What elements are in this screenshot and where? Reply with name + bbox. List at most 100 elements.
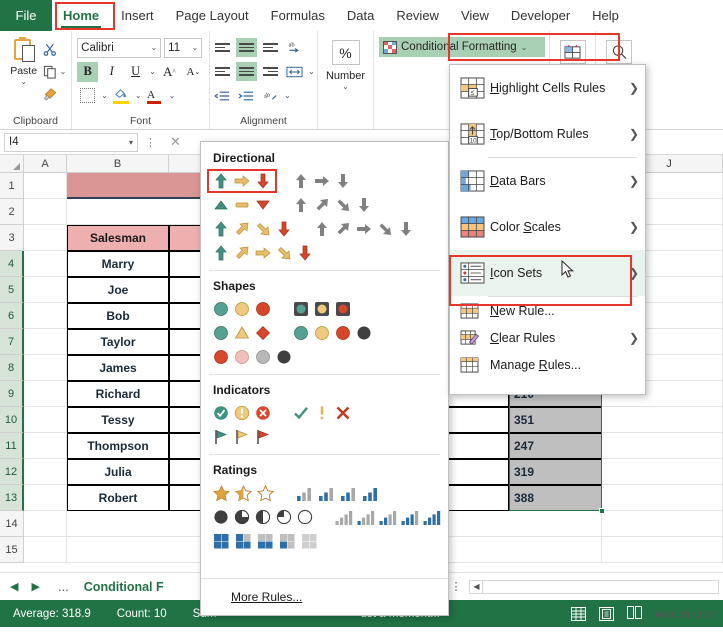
- cell-a8[interactable]: [24, 355, 67, 381]
- font-size-chevron-down-icon[interactable]: ⌄: [191, 43, 199, 52]
- cell-salesman[interactable]: Marry: [67, 251, 169, 277]
- bold-button[interactable]: B: [77, 61, 99, 82]
- cell-j13[interactable]: [602, 485, 723, 511]
- icon-set-3-flags[interactable]: [209, 427, 275, 447]
- cell-j10[interactable]: [602, 407, 723, 433]
- row-header-14[interactable]: 14: [0, 511, 24, 537]
- fill-color-button[interactable]: [111, 86, 132, 106]
- orientation-button[interactable]: ab: [284, 38, 305, 57]
- conditional-formatting-chevron-down-icon[interactable]: ⌄: [520, 42, 528, 52]
- icon-set-3-triangles[interactable]: [209, 195, 275, 215]
- fill-color-chevron-down-icon[interactable]: ⌄: [134, 91, 142, 100]
- next-sheet-icon[interactable]: ▶: [31, 581, 40, 593]
- row-header-1[interactable]: 1: [0, 173, 24, 199]
- cell-salesman[interactable]: Bob: [67, 303, 169, 329]
- row-header-8[interactable]: 8: [0, 355, 24, 381]
- tab-view[interactable]: View: [460, 8, 489, 23]
- cell-j11[interactable]: [602, 433, 723, 459]
- tab-insert[interactable]: Insert: [121, 8, 154, 23]
- tab-home[interactable]: Home: [52, 0, 110, 31]
- row-header-3[interactable]: 3: [0, 225, 24, 251]
- tab-formulas[interactable]: Formulas: [270, 8, 325, 23]
- sheet-more-options-icon[interactable]: ⋮: [450, 581, 463, 593]
- row-header-10[interactable]: 10: [0, 407, 24, 433]
- text-rotation-chevron-down-icon[interactable]: ⌄: [284, 91, 291, 100]
- previous-sheet-icon[interactable]: ◀: [10, 581, 19, 593]
- column-header-b[interactable]: B: [67, 155, 169, 172]
- row-header-7[interactable]: 7: [0, 329, 24, 355]
- cell-a4[interactable]: [24, 251, 67, 277]
- underline-chevron-down-icon[interactable]: ⌄: [149, 67, 156, 76]
- menu-item-highlight-cells-rules[interactable]: ≤ Highlight Cells Rules ❯: [450, 65, 645, 111]
- cell-total[interactable]: 351: [509, 407, 602, 433]
- font-color-button[interactable]: A: [145, 86, 166, 106]
- row-header-13[interactable]: 13: [0, 485, 24, 511]
- paste-button[interactable]: Paste ⌄: [5, 37, 43, 86]
- scroll-left-icon[interactable]: ◀: [470, 580, 484, 593]
- align-top-button[interactable]: [212, 38, 233, 57]
- align-right-button[interactable]: [260, 62, 281, 81]
- row-header-4[interactable]: 4: [0, 251, 24, 277]
- borders-chevron-down-icon[interactable]: ⌄: [101, 91, 108, 100]
- cell-salesman[interactable]: Thompson: [67, 433, 169, 459]
- cell-salesman[interactable]: Tessy: [67, 407, 169, 433]
- merge-chevron-down-icon[interactable]: ⌄: [308, 67, 315, 76]
- cell-a15[interactable]: [24, 537, 67, 563]
- cut-button[interactable]: [43, 39, 67, 59]
- icon-set-3-arrows-colored[interactable]: [207, 169, 277, 193]
- menu-item-manage-rules[interactable]: Manage Rules...: [450, 351, 645, 378]
- editing-button[interactable]: [606, 40, 632, 64]
- align-middle-button[interactable]: [236, 38, 258, 57]
- font-size-combobox[interactable]: 11 ⌄: [164, 37, 203, 58]
- name-box-chevron-down-icon[interactable]: ▾: [128, 137, 133, 147]
- menu-item-clear-rules[interactable]: Clear Rules ❯: [450, 324, 645, 351]
- menu-item-data-bars[interactable]: Data Bars ❯: [450, 158, 645, 204]
- cell-a7[interactable]: [24, 329, 67, 355]
- underline-button[interactable]: U: [131, 64, 141, 78]
- column-header-a[interactable]: A: [24, 155, 67, 172]
- cell-a11[interactable]: [24, 433, 67, 459]
- cell-a3[interactable]: [24, 225, 67, 251]
- cell-salesman[interactable]: Julia: [67, 459, 169, 485]
- copy-chevron-down-icon[interactable]: ⌄: [59, 66, 67, 76]
- cell-j14[interactable]: [602, 511, 723, 537]
- icon-set-5-signal-bars[interactable]: [331, 508, 444, 527]
- menu-item-icon-sets[interactable]: Icon Sets ❯: [450, 250, 645, 296]
- page-layout-view-icon[interactable]: [599, 606, 615, 621]
- cell-salesman[interactable]: Richard: [67, 381, 169, 407]
- italic-button[interactable]: I: [109, 64, 114, 78]
- normal-view-icon[interactable]: [571, 606, 587, 621]
- icon-set-3-symbols-circled[interactable]: [209, 403, 275, 423]
- menu-item-color-scales[interactable]: Color Scales ❯: [450, 204, 645, 250]
- decrease-indent-button[interactable]: [212, 86, 233, 105]
- number-chevron-down-icon[interactable]: ⌄: [342, 82, 349, 91]
- align-left-button[interactable]: [212, 62, 233, 81]
- tab-help[interactable]: Help: [592, 8, 619, 23]
- icon-set-4-arrows-gray[interactable]: [289, 195, 376, 215]
- cell-salesman[interactable]: Taylor: [67, 329, 169, 355]
- conditional-formatting-button[interactable]: Conditional Formatting ⌄: [379, 37, 545, 57]
- sheet-overflow-left-icon[interactable]: ...: [57, 579, 69, 594]
- paste-chevron-down-icon[interactable]: ⌄: [20, 77, 27, 86]
- cell-a9[interactable]: [24, 381, 67, 407]
- header-salesman[interactable]: Salesman: [67, 225, 169, 251]
- align-center-button[interactable]: [236, 62, 258, 81]
- menu-item-top-bottom-rules[interactable]: 10 Top/Bottom Rules ❯: [450, 111, 645, 157]
- cells-button[interactable]: [559, 40, 586, 64]
- row-header-6[interactable]: 6: [0, 303, 24, 329]
- cell-salesman[interactable]: Robert: [67, 485, 169, 511]
- cell-a14[interactable]: [24, 511, 67, 537]
- cell-a5[interactable]: [24, 277, 67, 303]
- row-header-5[interactable]: 5: [0, 277, 24, 303]
- icon-set-5-boxes[interactable]: [209, 531, 322, 551]
- cell-j12[interactable]: [602, 459, 723, 485]
- cell-total[interactable]: 388: [509, 485, 602, 511]
- copy-button[interactable]: ⌄: [43, 61, 67, 81]
- cell-salesman[interactable]: Joe: [67, 277, 169, 303]
- cell-a2[interactable]: [24, 199, 67, 225]
- icon-set-5-quarters[interactable]: [209, 507, 317, 527]
- merge-and-center-button[interactable]: [284, 62, 305, 81]
- cell-a10[interactable]: [24, 407, 67, 433]
- icon-set-4-signal-bars[interactable]: [292, 484, 383, 503]
- cancel-formula-icon[interactable]: ✕: [170, 134, 181, 149]
